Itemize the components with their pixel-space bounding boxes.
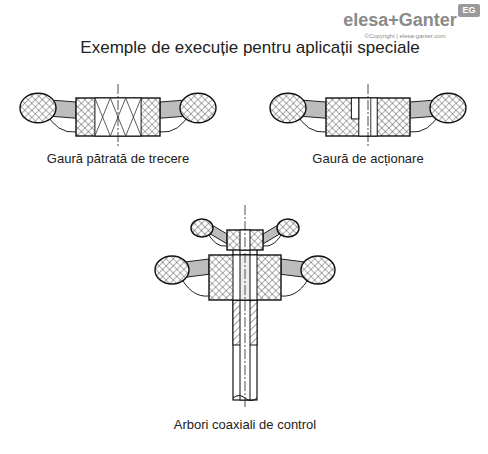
center-line — [368, 84, 369, 146]
logo-badge — [458, 4, 480, 17]
page-title: Exemple de execuție pentru aplicații spe… — [80, 38, 419, 58]
copyright-note: ©Copyright | elesa-ganter.com — [364, 33, 445, 40]
brand-watermark: elesa+Ganter — [343, 10, 457, 31]
variant-label: Gaură de acționare — [312, 152, 423, 167]
variant-label: Gaură pătrată de trecere — [47, 152, 189, 167]
brand-badge: EG — [462, 5, 475, 15]
variant-label: Arbori coaxiali de control — [174, 418, 316, 433]
center-line — [245, 205, 246, 408]
center-line — [118, 84, 119, 146]
